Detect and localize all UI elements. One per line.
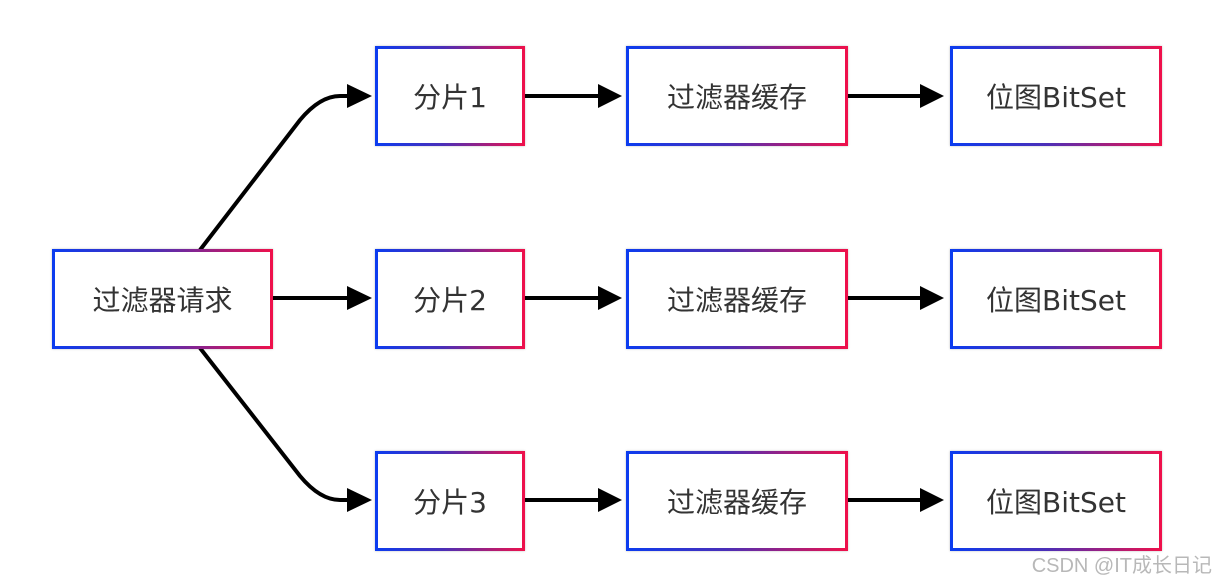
bitset-node-1: 位图BitSet: [950, 46, 1162, 146]
arrowhead-shard-2-to-cache: [598, 286, 622, 310]
bitset-node-3: 位图BitSet: [950, 451, 1162, 551]
shard-node-label: 分片2: [378, 252, 522, 346]
arrow-root-to-shard-3: [198, 346, 352, 502]
root-node-label: 过滤器请求: [55, 252, 270, 346]
arrowhead-cache-2-to-bitset: [920, 286, 944, 310]
arrowhead-root-to-shard-1: [347, 84, 372, 108]
bitset-node-label: 位图BitSet: [953, 454, 1159, 548]
bitset-node-2: 位图BitSet: [950, 249, 1162, 349]
arrowhead-root-to-shard-2: [347, 286, 372, 310]
arrowhead-shard-1-to-cache: [598, 84, 622, 108]
bitset-node-label: 位图BitSet: [953, 252, 1159, 346]
cache-node-label: 过滤器缓存: [629, 252, 845, 346]
shard-node-2: 分片2: [375, 249, 525, 349]
bitset-node-label: 位图BitSet: [953, 49, 1159, 143]
shard-node-3: 分片3: [375, 451, 525, 551]
cache-node-label: 过滤器缓存: [629, 454, 845, 548]
shard-node-label: 分片1: [378, 49, 522, 143]
cache-node-2: 过滤器缓存: [626, 249, 848, 349]
cache-node-1: 过滤器缓存: [626, 46, 848, 146]
cache-node-3: 过滤器缓存: [626, 451, 848, 551]
arrowhead-cache-1-to-bitset: [920, 84, 944, 108]
watermark: CSDN @IT成长日记: [1031, 555, 1212, 577]
root-node: 过滤器请求: [52, 249, 273, 349]
arrowhead-root-to-shard-3: [347, 488, 372, 512]
arrowhead-cache-3-to-bitset: [920, 488, 944, 512]
shard-node-label: 分片3: [378, 454, 522, 548]
shard-node-1: 分片1: [375, 46, 525, 146]
arrowhead-shard-3-to-cache: [598, 488, 622, 512]
cache-node-label: 过滤器缓存: [629, 49, 845, 143]
arrow-root-to-shard-1: [198, 94, 352, 252]
